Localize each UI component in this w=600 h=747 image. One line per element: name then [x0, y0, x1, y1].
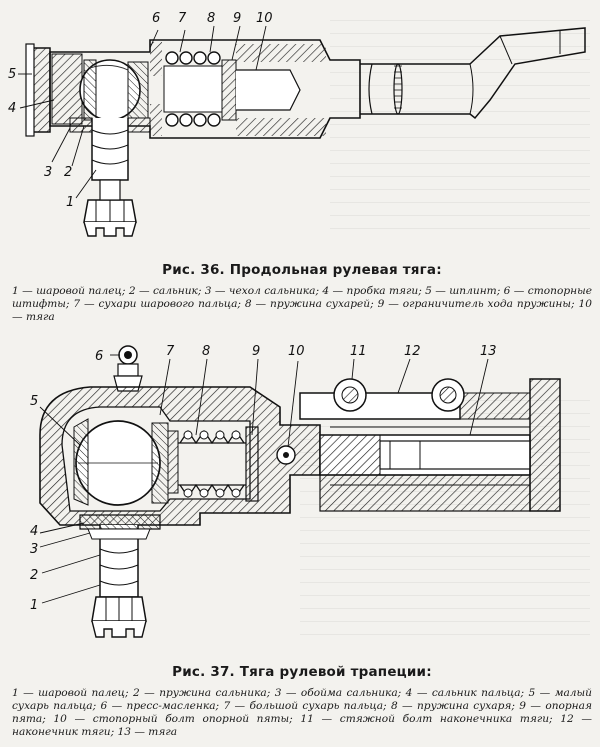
callout-4: 4 [8, 101, 16, 116]
figure-36-callout-labels: 6 7 8 9 10 5 4 3 2 1 [8, 11, 273, 210]
callout-3: 3 [44, 165, 52, 180]
figure-37-drawing: 6 7 8 9 10 11 12 13 5 4 3 2 1 [30, 344, 561, 638]
callout-9: 9 [252, 344, 260, 359]
callout-7: 7 [178, 11, 187, 26]
callout-13: 13 [480, 344, 497, 359]
callout-10: 10 [288, 344, 305, 359]
spring-coils [165, 51, 221, 127]
callout-9: 9 [233, 11, 241, 26]
callout-1: 1 [66, 195, 74, 210]
figure-37-legend: 1 — шаровой палец; 2 — пружина сальника;… [12, 687, 592, 738]
callout-7: 7 [166, 344, 175, 359]
seal [79, 514, 161, 530]
figure-36-legend: 1 — шаровой палец; 2 — сальник; 3 — чехо… [12, 285, 592, 323]
callout-4: 4 [30, 524, 38, 539]
callout-12: 12 [404, 344, 421, 359]
callout-2: 2 [64, 165, 72, 180]
figure-37-caption: Рис. 37. Тяга рулевой трапеции: 1 — шаро… [12, 664, 592, 739]
callout-8: 8 [202, 344, 210, 359]
callout-6: 6 [95, 349, 103, 364]
callout-10: 10 [256, 11, 273, 26]
callout-8: 8 [207, 11, 215, 26]
end-plug [31, 47, 51, 133]
figure-36-drawing: 6 7 8 9 10 5 4 3 2 1 [8, 11, 586, 237]
figure-36-title: Рис. 36. Продольная рулевая тяга: [162, 262, 442, 278]
callout-11: 11 [350, 344, 367, 359]
tie-rod [379, 440, 531, 470]
callout-1: 1 [30, 598, 38, 613]
callout-5: 5 [30, 394, 38, 409]
callout-6: 6 [152, 11, 160, 26]
figure-36-caption: Рис. 36. Продольная рулевая тяга: 1 — ша… [12, 262, 592, 324]
figure-37-title: Рис. 37. Тяга рулевой трапеции: [172, 664, 432, 680]
figure-37-callout-labels: 6 7 8 9 10 11 12 13 5 4 3 2 1 [30, 344, 497, 613]
steering-arm [469, 27, 586, 120]
support-plate [245, 426, 259, 502]
callout-5: 5 [8, 67, 16, 82]
callout-3: 3 [30, 542, 38, 557]
callout-2: 2 [30, 568, 38, 583]
